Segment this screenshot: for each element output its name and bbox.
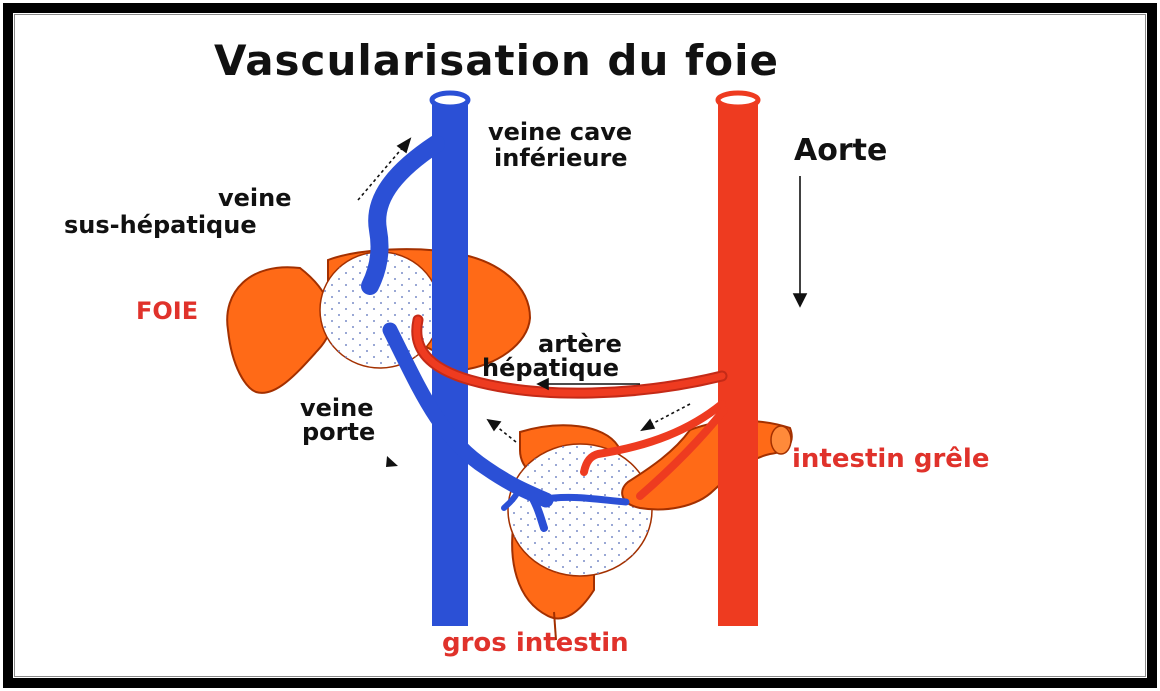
label-aorta: Aorte (794, 136, 887, 166)
diagram-title: Vascularisation du foie (214, 40, 779, 82)
label-hepatic-artery-line1: artère (538, 332, 622, 356)
label-hepatic-vein-line2: sus-hépatique (64, 213, 257, 237)
label-hepatic-vein-line1: veine (218, 186, 292, 210)
label-vena-cava-line1: veine cave (488, 120, 632, 144)
label-small-intestine: intestin grêle (792, 446, 989, 472)
label-hepatic-artery-line2: hépatique (482, 356, 619, 380)
label-portal-vein-line2: porte (302, 420, 375, 444)
large-intestine (508, 425, 652, 640)
label-vena-cava-line2: inférieure (494, 146, 628, 170)
label-portal-vein-line1: veine (300, 396, 374, 420)
aorta (718, 93, 758, 626)
label-large-intestine: gros intestin (442, 630, 629, 656)
label-liver: FOIE (136, 299, 198, 323)
